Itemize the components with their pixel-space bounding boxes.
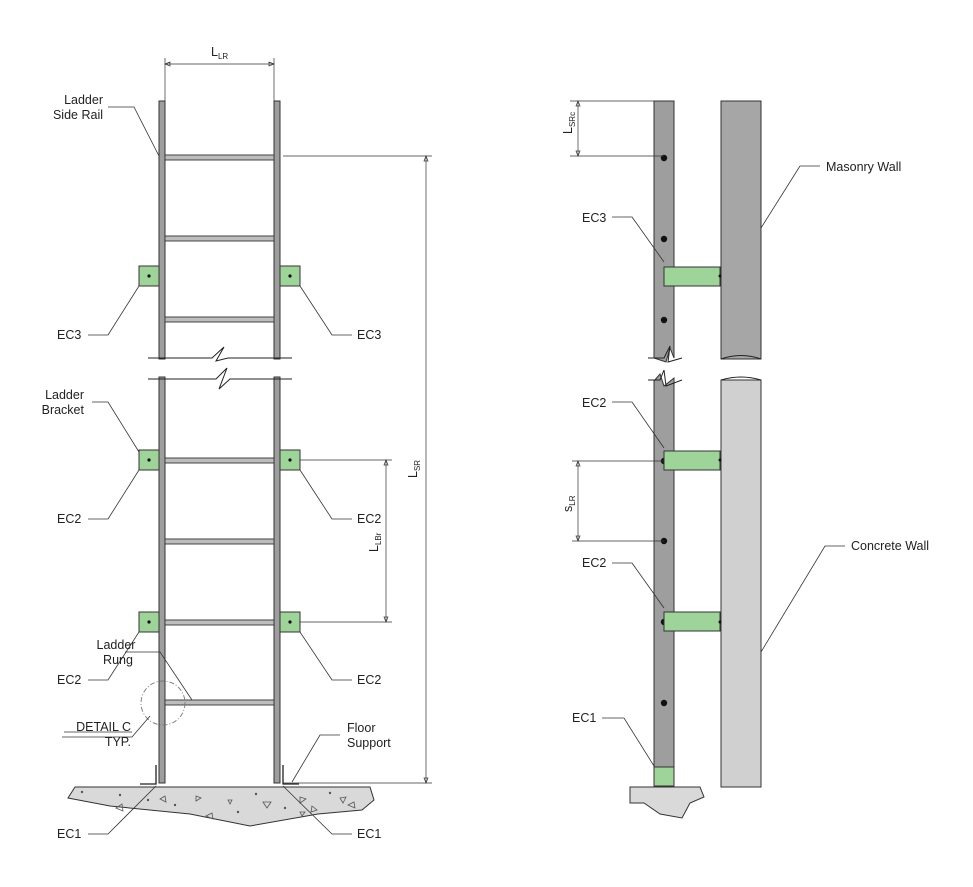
dim-slr-label: sLR: [561, 495, 577, 512]
rung: [164, 235, 275, 242]
bracket-ec2-right-lower: [279, 611, 301, 633]
floor-support-left: [140, 765, 157, 785]
break-line-top: [148, 346, 292, 362]
concrete-wall-label: Concrete Wall: [851, 539, 929, 553]
side-ec2-top-label: EC2: [582, 396, 606, 410]
side-floor-support-ec1: [653, 766, 675, 787]
ec3-right-label: EC3: [357, 328, 381, 342]
rung: [164, 538, 275, 545]
side-bracket-ec2-top: [663, 450, 722, 471]
rung: [164, 316, 275, 323]
side-floor-slab: [629, 786, 705, 819]
dim-lsrc-label: LSRc: [561, 112, 577, 134]
bracket-ec2-left-lower: [138, 611, 160, 633]
bracket-ec3-left: [138, 265, 160, 287]
rung: [164, 619, 275, 626]
ec2-right-lower-label: EC2: [357, 673, 381, 687]
dim-llr-label: LLR: [211, 45, 228, 61]
ec3-left-label: EC3: [57, 328, 81, 342]
side-ec2-bottom-label: EC2: [582, 556, 606, 570]
rung: [164, 457, 275, 464]
masonry-wall-label: Masonry Wall: [826, 160, 901, 174]
concrete-wall: [720, 379, 762, 788]
bracket-ec3-right: [279, 265, 301, 287]
rung: [164, 154, 275, 161]
right-side-rail-lower: [273, 376, 281, 784]
dim-llbr-label: LLBr: [367, 532, 383, 552]
floor-support-right: [282, 765, 299, 785]
side-rail-profile-lower: [653, 373, 675, 768]
ec2-right-upper-label: EC2: [357, 512, 381, 526]
side-ec1-label: EC1: [572, 711, 596, 725]
left-side-rail: [158, 100, 166, 360]
masonry-wall: [720, 100, 762, 360]
dim-lsr-label: LSR: [406, 460, 422, 478]
bracket-ec2-right-upper: [279, 449, 301, 471]
aggregate-marks: [80, 790, 356, 820]
right-side-rail: [273, 100, 281, 360]
bracket-ec2-left-upper: [138, 449, 160, 471]
rung: [164, 699, 275, 706]
ec1-right-label: EC1: [357, 827, 381, 841]
side-bracket-ec2-bottom: [663, 611, 722, 632]
detail-c-circle: [140, 680, 186, 726]
break-line-bottom: [148, 367, 292, 390]
ec2-left-upper-label: EC2: [57, 512, 81, 526]
side-elevation: LSRc sLR Masonry Wall Concrete Wall EC3 …: [561, 100, 929, 819]
ec2-left-lower-label: EC2: [57, 673, 81, 687]
ec1-left-label: EC1: [57, 827, 81, 841]
side-ec3-label: EC3: [582, 211, 606, 225]
left-side-rail-lower: [158, 376, 166, 784]
side-bracket-ec3: [663, 266, 722, 287]
floor-slab: [67, 786, 375, 827]
